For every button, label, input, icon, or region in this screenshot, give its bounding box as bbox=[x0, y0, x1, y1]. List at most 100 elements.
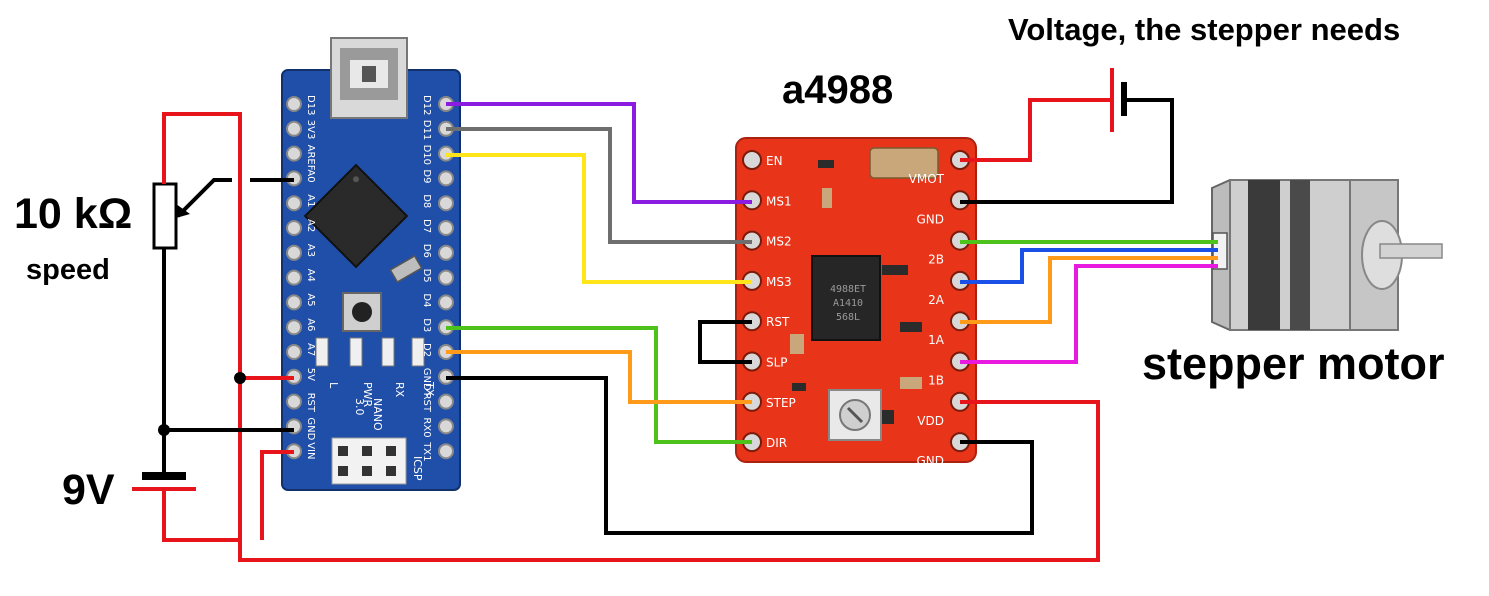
wire-vdd bbox=[238, 400, 1100, 562]
wire-vin bbox=[260, 450, 294, 540]
driver-left-pin-label: DIR bbox=[766, 436, 787, 450]
board-name: NANO bbox=[371, 398, 384, 431]
speed-potentiometer bbox=[152, 178, 232, 250]
led-labels: L PWR RX TX bbox=[327, 381, 436, 408]
nano-left-pin-label: 3V3 bbox=[305, 120, 316, 140]
nano-pin-pad bbox=[438, 195, 454, 212]
driver-right-pin-label: GND bbox=[916, 454, 944, 468]
nano-right-pin-label: D2 bbox=[421, 343, 432, 357]
nano-pin-pad bbox=[286, 393, 302, 410]
chip-marking: 4988ET bbox=[830, 284, 866, 295]
nano-pin-pad bbox=[286, 220, 302, 236]
driver-title: a4988 bbox=[782, 68, 894, 112]
battery-9v bbox=[132, 472, 196, 491]
driver-right-pin-label: VMOT bbox=[909, 172, 945, 186]
nano-right-pin-label: D8 bbox=[421, 194, 432, 208]
nano-pin-pad bbox=[438, 294, 454, 311]
nano-right-pin-label: D9 bbox=[421, 169, 432, 183]
nano-pin-pad bbox=[286, 145, 302, 162]
nano-left-pin-label: A4 bbox=[305, 269, 316, 282]
a4988-chip: 4988ET A1410 568L bbox=[811, 255, 881, 341]
driver-left-pin-label: EN bbox=[766, 154, 783, 168]
led-label: RX bbox=[393, 382, 406, 398]
nano-pin-pad bbox=[438, 220, 454, 236]
junction-dot bbox=[158, 424, 170, 436]
reset-button bbox=[342, 292, 382, 332]
icsp-header: ICSP bbox=[331, 437, 424, 485]
nano-right-pin-label: D10 bbox=[421, 145, 432, 165]
resistor-role: speed bbox=[26, 254, 110, 286]
wire-1b bbox=[960, 264, 1218, 364]
current-limit-potentiometer bbox=[828, 389, 882, 441]
nano-pin-pad bbox=[286, 96, 302, 112]
chip-marking: 568L bbox=[836, 312, 860, 323]
arrow-head-icon bbox=[176, 204, 190, 218]
nano-pin-pad bbox=[438, 269, 454, 286]
nano-left-pin-label: GND bbox=[305, 417, 316, 440]
wire-d2-step bbox=[446, 350, 752, 404]
nano-pin-pad bbox=[286, 269, 302, 286]
motor-title: stepper motor bbox=[1142, 338, 1445, 389]
driver-left-pin-label: STEP bbox=[766, 396, 796, 410]
usb-connector bbox=[330, 37, 408, 119]
wire-gnd-driver bbox=[446, 376, 1034, 535]
nano-pin-pad bbox=[438, 170, 454, 187]
atmega-chip bbox=[303, 163, 409, 269]
nano-left-pin-label: A6 bbox=[305, 318, 316, 331]
status-leds bbox=[315, 337, 425, 367]
icsp-label: ICSP bbox=[411, 456, 424, 481]
junction-dot bbox=[234, 372, 246, 384]
wiper-arrow bbox=[176, 178, 232, 218]
driver-left-pin-label: RST bbox=[766, 315, 790, 329]
driver-left-pin-label: SLP bbox=[766, 356, 788, 370]
battery-voltage: 9V bbox=[62, 466, 115, 514]
driver-right-pin-label: 2A bbox=[928, 293, 945, 307]
nano-left-pin-label: AREF bbox=[305, 145, 316, 171]
resistor-symbol bbox=[152, 182, 178, 250]
driver-pin-headers: ENMS1MS2MS3RSTSLPSTEPDIRVMOTGND2B2A1A1BV… bbox=[742, 150, 970, 468]
a4988-driver-board: 4988ET A1410 568L ENMS1MS2MS3RSTSLPSTEPD… bbox=[735, 137, 977, 468]
led-label: L bbox=[327, 382, 340, 389]
nano-pin-pad bbox=[286, 294, 302, 311]
nano-right-pin-label: GND bbox=[421, 368, 432, 391]
stepper-motor bbox=[1211, 179, 1443, 331]
nano-left-pin-label: D13 bbox=[305, 95, 316, 115]
chip-marking: A1410 bbox=[833, 298, 863, 309]
nano-pin-pad bbox=[438, 418, 454, 435]
nano-left-pin-label: 5V bbox=[305, 368, 316, 381]
junction-dots bbox=[158, 372, 246, 436]
board-version: 3.0 bbox=[353, 398, 366, 416]
wire-ground-pot bbox=[162, 248, 294, 432]
nano-right-pin-label: D4 bbox=[421, 293, 432, 307]
wires bbox=[162, 98, 1218, 562]
wire-2a bbox=[960, 248, 1218, 284]
nano-left-pin-label: VIN bbox=[305, 442, 316, 459]
arduino-nano-board: L PWR RX TX 3.0 NANO ICSP D133V3AREFA0A1… bbox=[281, 37, 461, 491]
wire-vmot bbox=[960, 98, 1112, 162]
resistor-value: 10 kΩ bbox=[14, 190, 133, 238]
nano-left-pin-label: RST bbox=[305, 393, 316, 413]
motor-shaft bbox=[1379, 243, 1443, 259]
nano-pin-pad bbox=[286, 120, 302, 137]
nano-pin-pad bbox=[286, 244, 302, 261]
led-label: PWR bbox=[361, 382, 374, 408]
driver-right-pin-label: VDD bbox=[917, 414, 944, 428]
nano-left-pin-label: A1 bbox=[305, 194, 316, 207]
wire-battery-positive bbox=[162, 112, 242, 542]
nano-pin-pad bbox=[286, 319, 302, 336]
driver-right-pin-label: GND bbox=[916, 212, 944, 226]
wire-d12-ms1 bbox=[446, 102, 752, 204]
wire-d3-dir bbox=[446, 326, 752, 444]
nano-right-pin-label: D11 bbox=[421, 120, 432, 140]
crystal bbox=[389, 254, 423, 284]
nano-right-pin-label: RST bbox=[421, 393, 432, 413]
wire-vmot-gnd bbox=[960, 98, 1174, 204]
motor-supply-battery bbox=[1110, 68, 1127, 132]
driver-left-pin-label: MS1 bbox=[766, 194, 792, 208]
wire-d10-ms3 bbox=[446, 153, 752, 284]
nano-right-pin-label: D12 bbox=[421, 95, 432, 115]
nano-pin-pad bbox=[438, 393, 454, 410]
nano-pin-pad bbox=[286, 344, 302, 360]
